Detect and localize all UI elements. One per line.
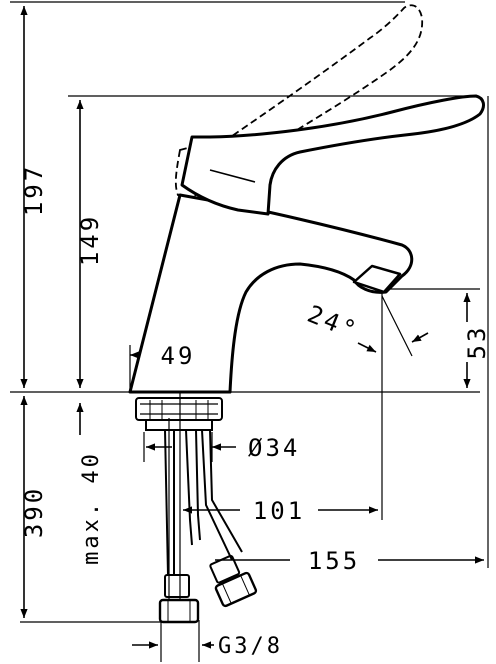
label-outlet-height: 53 bbox=[463, 325, 491, 360]
label-thread-diameter: Ø34 bbox=[248, 434, 300, 462]
aerator bbox=[352, 264, 402, 294]
label-reach-inner: 101 bbox=[253, 497, 305, 525]
faucet-body bbox=[128, 94, 485, 394]
angle-arrow-a bbox=[357, 342, 377, 353]
fitting-right bbox=[209, 554, 241, 584]
label-angle: 24° bbox=[303, 300, 362, 346]
label-max-connection: max. 40 bbox=[79, 451, 104, 565]
label-connection-thread: G3/8 bbox=[218, 634, 283, 659]
angle-arrow-b bbox=[411, 332, 429, 343]
lever bbox=[180, 94, 485, 216]
label-height-spout: 149 bbox=[76, 214, 104, 266]
hose-right bbox=[201, 429, 233, 561]
fitting-right-nut bbox=[214, 571, 258, 608]
angle-ref-line bbox=[381, 295, 413, 357]
label-base-width: 49 bbox=[161, 342, 196, 370]
label-reach-outer: 155 bbox=[308, 547, 360, 575]
fitting-left bbox=[164, 574, 190, 598]
label-height-below: 390 bbox=[20, 486, 48, 538]
label-height-total: 197 bbox=[20, 164, 48, 216]
hose-left bbox=[164, 429, 169, 576]
fitting-left-nut bbox=[158, 598, 200, 624]
threaded-shank bbox=[145, 419, 213, 431]
hose-right-2 bbox=[209, 429, 243, 553]
lever-detail bbox=[209, 169, 256, 183]
hose-mid bbox=[185, 429, 193, 546]
base-nut bbox=[135, 397, 223, 421]
connection-assembly bbox=[135, 397, 258, 624]
hose-mid-2 bbox=[195, 429, 201, 541]
